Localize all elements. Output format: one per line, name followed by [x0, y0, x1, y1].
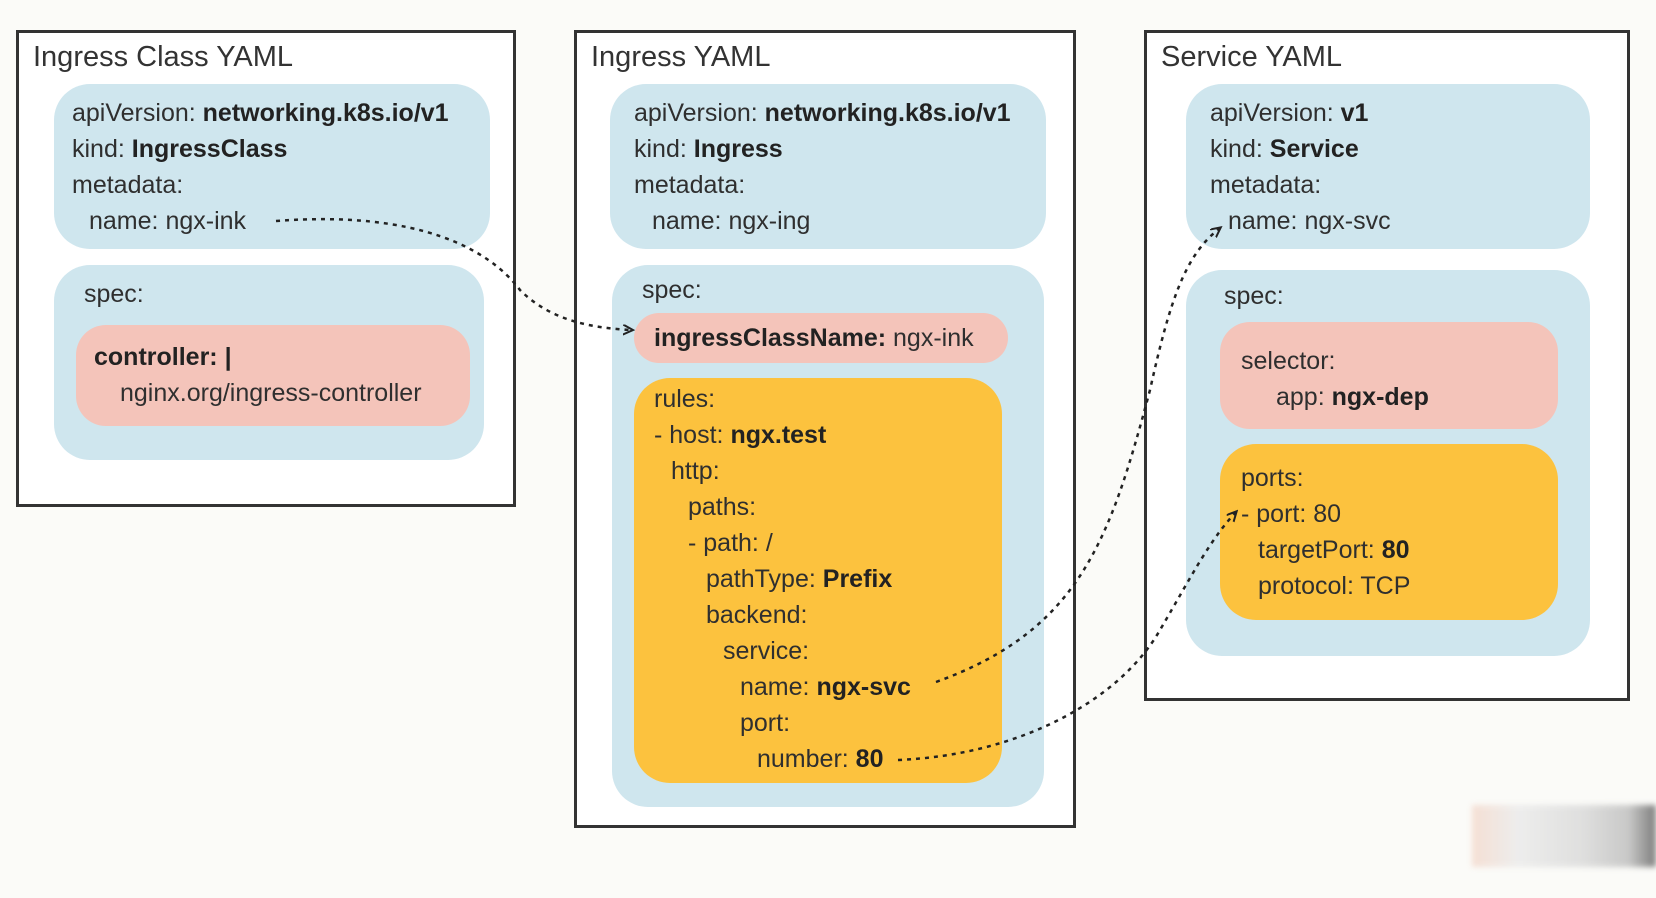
panel-title: Ingress YAML: [591, 41, 771, 73]
ic-kind-line: kind: IngressClass: [72, 135, 288, 163]
ing-host-line: - host: ngx.test: [654, 421, 827, 449]
ing-port-line: port:: [740, 709, 791, 737]
ing-pathtype-line: pathType: Prefix: [706, 565, 893, 593]
ing-path-line: - path: /: [688, 529, 773, 557]
ing-class-name-line: ingressClassName: ngx-ink: [654, 324, 974, 352]
ing-name-line: name: ngx-ing: [652, 207, 811, 235]
ing-kind-line: kind: Ingress: [634, 135, 783, 163]
ing-metadata-line: metadata:: [634, 171, 746, 199]
svc-spec-line: spec:: [1224, 282, 1284, 310]
ing-svc-name-line: name: ngx-svc: [740, 673, 911, 701]
svc-app-line: app: ngx-dep: [1276, 383, 1429, 411]
ic-name-line: name: ngx-ink: [89, 207, 247, 235]
svc-target-port-line: targetPort: 80: [1258, 536, 1410, 564]
ic-spec-line: spec:: [84, 280, 144, 308]
ing-service-line: service:: [723, 637, 810, 665]
ic-controller-value-line: nginx.org/ingress-controller: [120, 379, 422, 407]
svc-metadata-line: metadata:: [1210, 171, 1322, 199]
svc-kind-line: kind: Service: [1210, 135, 1359, 163]
panel-title: Service YAML: [1161, 41, 1343, 73]
svc-protocol-line: protocol: TCP: [1258, 572, 1411, 600]
ic-metadata-line: metadata:: [72, 171, 184, 199]
ing-http-line: http:: [671, 457, 720, 485]
service-name-link-arrow: [935, 228, 1220, 684]
svc-selector-line: selector:: [1241, 347, 1336, 375]
svc-name-line: name: ngx-svc: [1228, 207, 1391, 235]
ic-controller-block: [76, 325, 470, 426]
svc-selector-block: [1220, 322, 1558, 429]
svc-apiversion-line: apiVersion: v1: [1210, 99, 1369, 127]
service-port-link-arrow: [897, 512, 1236, 762]
ing-spec-line: spec:: [642, 276, 702, 304]
ing-backend-line: backend:: [706, 601, 808, 629]
ic-controller-line: controller: |: [94, 343, 232, 371]
service-metadata-block: [1186, 84, 1590, 249]
ing-class-name-block: [634, 313, 1008, 363]
ing-rules-line: rules:: [654, 385, 716, 413]
svc-ports-block: [1220, 444, 1558, 620]
ingress-class-metadata-block: [54, 84, 490, 249]
svc-port-line: - port: 80: [1241, 500, 1342, 528]
ing-paths-line: paths:: [688, 493, 757, 521]
ingress-class-link-arrow: [275, 217, 632, 330]
ing-apiversion-line: apiVersion: networking.k8s.io/v1: [634, 99, 1011, 127]
ingress-metadata-block: [610, 84, 1046, 249]
ing-rules-block: [634, 378, 1002, 783]
blurred-watermark: [1472, 805, 1656, 867]
ing-number-line: number: 80: [757, 745, 884, 773]
panel-title: Ingress Class YAML: [33, 41, 294, 73]
ic-apiversion-line: apiVersion: networking.k8s.io/v1: [72, 99, 449, 127]
svc-ports-line: ports:: [1241, 464, 1304, 492]
